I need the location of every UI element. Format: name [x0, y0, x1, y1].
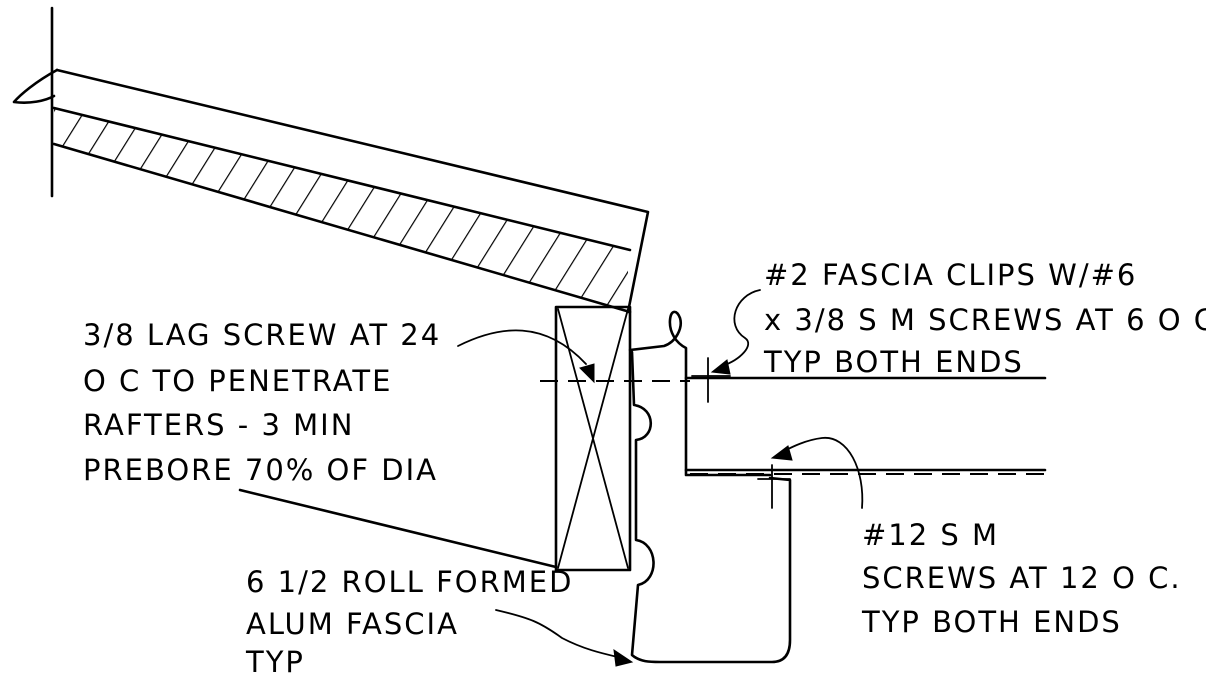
- wood-blocking: [554, 305, 632, 572]
- fastener-sm-screw: [757, 464, 791, 509]
- soffit-line: [238, 488, 558, 569]
- roof-rafter: [12, 68, 650, 314]
- note-line: #2 FASCIA CLIPS W/#6: [764, 258, 1137, 292]
- alum-fascia: [628, 310, 792, 664]
- note-line: TYP BOTH ENDS: [861, 605, 1122, 639]
- leader-sm-screws: [770, 437, 864, 509]
- note-line: #12 S M: [862, 518, 999, 552]
- leader-lag-screw: [457, 329, 595, 384]
- note-line: 6 1/2 ROLL FORMED: [246, 565, 573, 599]
- gutter-lines: [540, 376, 1047, 475]
- note-roll-formed-fascia: 6 1/2 ROLL FORMED ALUM FASCIA TYP: [245, 565, 573, 677]
- leader-fascia-clips: [710, 289, 761, 375]
- note-lag-screw: 3/8 LAG SCREW AT 24 O C TO PENETRATE RAF…: [83, 318, 441, 487]
- note-line: TYP BOTH ENDS: [763, 345, 1024, 379]
- note-sm-screws: #12 S M SCREWS AT 12 O C. TYP BOTH ENDS: [861, 518, 1182, 639]
- fastener-clip-screw: [691, 357, 731, 403]
- note-line: O C TO PENETRATE: [83, 364, 392, 398]
- note-line: TYP: [245, 645, 305, 677]
- note-line: SCREWS AT 12 O C.: [862, 561, 1182, 595]
- leader-roll-formed-fascia: [495, 609, 634, 667]
- note-line: PREBORE 70% OF DIA: [83, 453, 438, 487]
- note-line: 3/8 LAG SCREW AT 24: [83, 318, 441, 352]
- note-line: RAFTERS - 3 MIN: [83, 408, 354, 442]
- note-line: x 3/8 S M SCREWS AT 6 O C: [764, 303, 1206, 337]
- note-fascia-clips: #2 FASCIA CLIPS W/#6 x 3/8 S M SCREWS AT…: [763, 258, 1206, 379]
- note-line: ALUM FASCIA: [246, 607, 459, 641]
